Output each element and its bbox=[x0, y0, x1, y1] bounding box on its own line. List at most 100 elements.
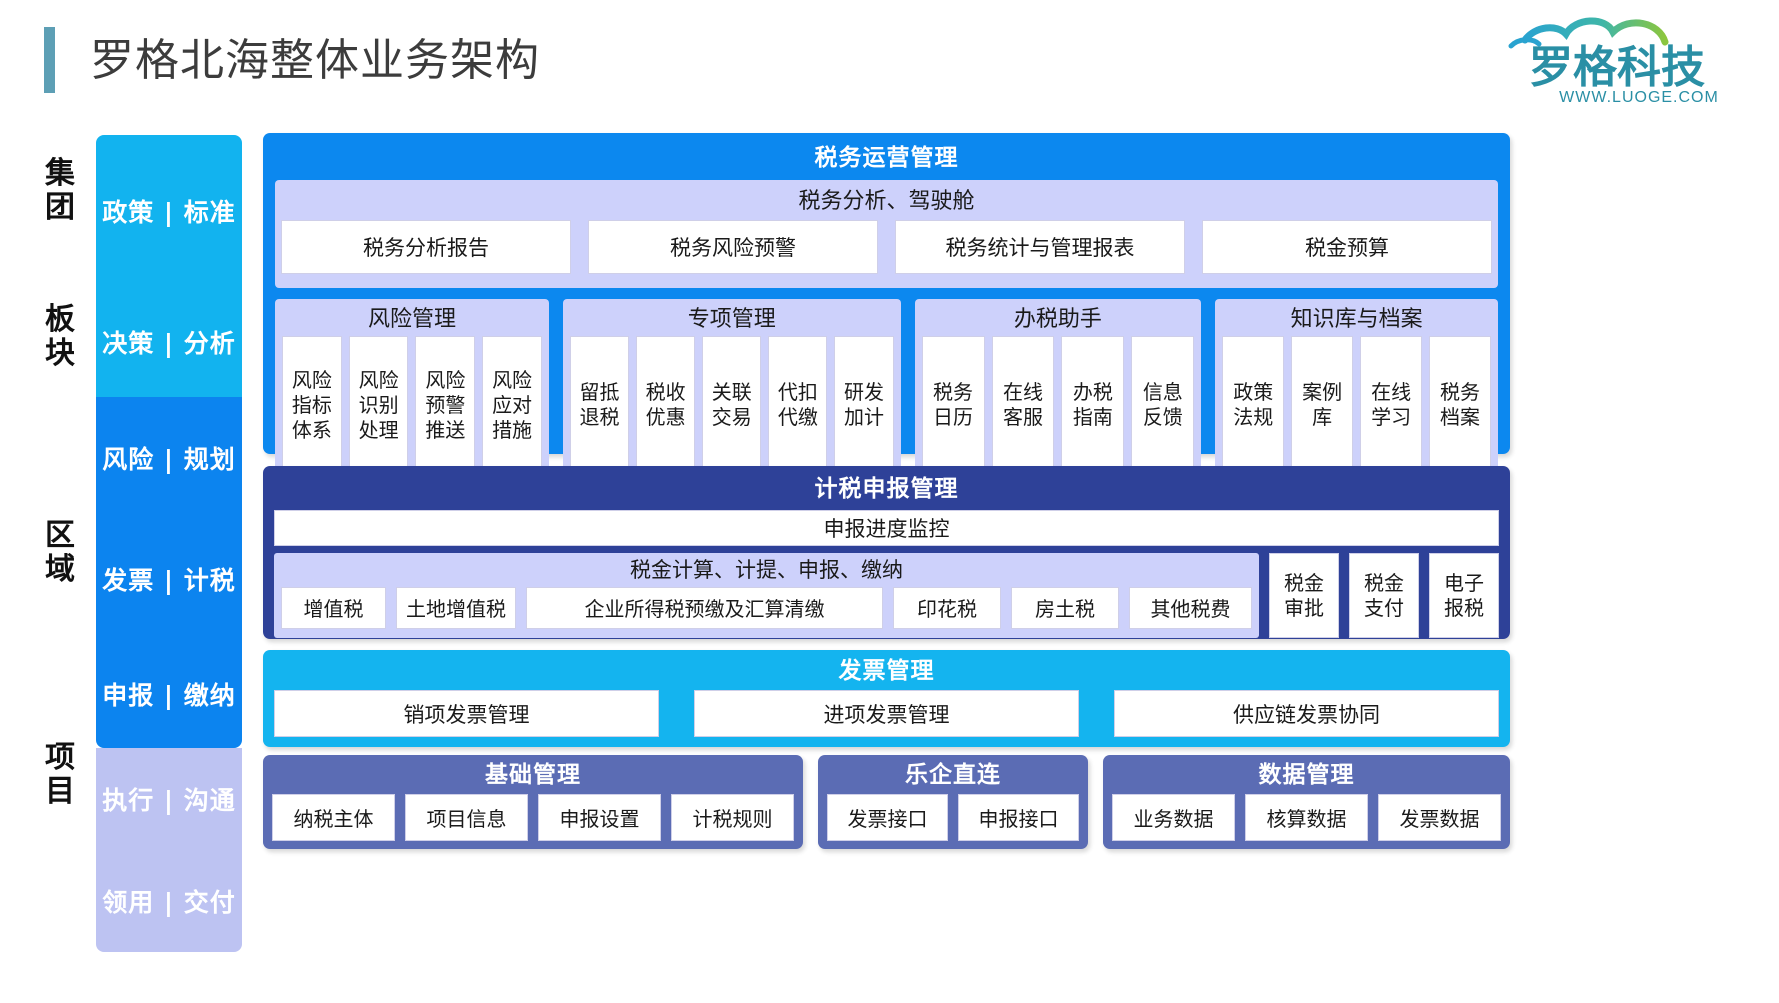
panel-basic-management: 基础管理 纳税主体 项目信息 申报设置 计税规则 bbox=[263, 755, 803, 849]
tile-rd-superdeduction[interactable]: 研发加计 bbox=[834, 336, 894, 474]
tile-business-data[interactable]: 业务数据 bbox=[1112, 794, 1235, 841]
tile-retained-tax-refund[interactable]: 留抵退税 bbox=[569, 336, 630, 474]
tile-other-taxes[interactable]: 其他税费 bbox=[1129, 586, 1252, 629]
group-special-management: 专项管理 留抵退税 税收优惠 关联交易 代扣代缴 研发加计 bbox=[562, 299, 901, 482]
basic-management-items: 纳税主体 项目信息 申报设置 计税规则 bbox=[272, 794, 794, 841]
rail-item-label: 决策 | 分析 bbox=[102, 329, 236, 358]
tile-tax-incentive[interactable]: 税收优惠 bbox=[636, 336, 696, 474]
rail-item-label: 政策 | 标准 bbox=[102, 198, 236, 227]
level-label-group: 集团 bbox=[45, 156, 75, 225]
rail-band-declare[interactable]: 申报 | 缴纳 bbox=[96, 640, 242, 748]
svg-text:WWW.LUOGE.COM: WWW.LUOGE.COM bbox=[1559, 89, 1719, 106]
tile-property-land-tax[interactable]: 房土税 bbox=[1011, 586, 1119, 629]
rail-item-label: 申报 | 缴纳 bbox=[102, 681, 236, 710]
panel-tax-operations: 税务运营管理 税务分析、驾驶舱 税务分析报告 税务风险预警 税务统计与管理报表 … bbox=[263, 133, 1510, 482]
section-tax-analysis: 税务分析、驾驶舱 税务分析报告 税务风险预警 税务统计与管理报表 税金预算 bbox=[275, 180, 1498, 288]
company-logo: 罗格科技 WWW.LUOGE.COM bbox=[1489, 12, 1749, 108]
group-risk-management: 风险管理 风险指标体系 风险识别处理 风险预警推送 风险应对措施 bbox=[275, 299, 549, 482]
tile-stamp-duty[interactable]: 印花税 bbox=[893, 586, 1001, 629]
tile-supplychain-invoice[interactable]: 供应链发票协同 bbox=[1114, 690, 1499, 737]
tile-online-service[interactable]: 在线客服 bbox=[991, 336, 1055, 474]
group-title-special-management: 专项管理 bbox=[687, 307, 776, 332]
invoice-items: 销项发票管理 进项发票管理 供应链发票协同 bbox=[274, 690, 1499, 737]
group-title-risk-management: 风险管理 bbox=[367, 307, 456, 332]
tile-policy-regulation[interactable]: 政策法规 bbox=[1222, 336, 1285, 474]
tile-online-learning[interactable]: 在线学习 bbox=[1360, 336, 1423, 474]
panel-title-basic-management: 基础管理 bbox=[485, 762, 581, 788]
level-label-sector: 板块 bbox=[45, 302, 75, 371]
title-accent-bar bbox=[44, 27, 55, 93]
tile-land-vat[interactable]: 土地增值税 bbox=[396, 586, 516, 629]
tax-type-items: 增值税 土地增值税 企业所得税预缴及汇算清缴 印花税 房土税 其他税费 bbox=[281, 584, 1252, 631]
tile-related-transaction[interactable]: 关联交易 bbox=[702, 336, 762, 474]
tile-invoice-api[interactable]: 发票接口 bbox=[827, 794, 948, 841]
page-header: 罗格北海整体业务架构 罗格科技 WWW.LUOGE.COM bbox=[0, 0, 1779, 122]
tile-withholding[interactable]: 代扣代缴 bbox=[768, 336, 828, 474]
tile-tax-calendar[interactable]: 税务日历 bbox=[921, 336, 985, 474]
panel-title-tax-operations: 税务运营管理 bbox=[814, 145, 959, 171]
tile-tax-archive[interactable]: 税务档案 bbox=[1429, 336, 1492, 474]
group-tax-assistant: 办税助手 税务日历 在线客服 办税指南 信息反馈 bbox=[914, 299, 1202, 482]
filing-side-actions: 税金审批 税金支付 电子报税 bbox=[1269, 553, 1499, 638]
group-items-risk-management: 风险指标体系 风险识别处理 风险预警推送 风险应对措施 bbox=[282, 336, 542, 474]
panel-title-invoice-management: 发票管理 bbox=[838, 658, 935, 684]
rail-band-delivery[interactable]: 领用 | 交付 bbox=[96, 850, 242, 952]
data-management-items: 业务数据 核算数据 发票数据 bbox=[1112, 794, 1501, 841]
tile-input-invoice[interactable]: 进项发票管理 bbox=[694, 690, 1079, 737]
tile-tax-payment[interactable]: 税金支付 bbox=[1349, 553, 1419, 638]
group-items-knowledge-base: 政策法规 案例库 在线学习 税务档案 bbox=[1222, 336, 1492, 474]
tile-risk-indicator-system[interactable]: 风险指标体系 bbox=[282, 336, 342, 474]
group-items-special-management: 留抵退税 税收优惠 关联交易 代扣代缴 研发加计 bbox=[569, 336, 894, 474]
rail-item-label: 执行 | 沟通 bbox=[102, 786, 236, 815]
capability-rail: 政策 | 标准 决策 | 分析 风险 | 规划 发票 | 计税 申报 | 缴纳 … bbox=[96, 135, 242, 952]
tile-accounting-data[interactable]: 核算数据 bbox=[1245, 794, 1368, 841]
tile-case-library[interactable]: 案例库 bbox=[1291, 336, 1354, 474]
page-title: 罗格北海整体业务架构 bbox=[90, 35, 540, 86]
tile-analysis-report[interactable]: 税务分析报告 bbox=[281, 220, 571, 274]
rail-item-label: 发票 | 计税 bbox=[102, 566, 236, 596]
tile-filing-api[interactable]: 申报接口 bbox=[958, 794, 1079, 841]
tile-vat[interactable]: 增值税 bbox=[281, 586, 386, 629]
tile-output-invoice[interactable]: 销项发票管理 bbox=[274, 690, 659, 737]
rail-band-execute[interactable]: 执行 | 沟通 bbox=[96, 748, 242, 850]
tile-tax-budget[interactable]: 税金预算 bbox=[1202, 220, 1492, 274]
panel-tax-filing: 计税申报管理 申报进度监控 税金计算、计提、申报、缴纳 增值税 土地增值税 企业… bbox=[263, 466, 1510, 639]
rail-item-label: 风险 | 规划 bbox=[102, 444, 236, 474]
rail-band-policy[interactable]: 政策 | 标准 bbox=[96, 135, 242, 287]
hierarchy-levels: 集团 板块 区域 项目 bbox=[38, 135, 82, 855]
tile-filing-progress-monitor[interactable]: 申报进度监控 bbox=[274, 510, 1499, 546]
tile-feedback[interactable]: 信息反馈 bbox=[1131, 336, 1195, 474]
tile-tax-guide[interactable]: 办税指南 bbox=[1061, 336, 1125, 474]
rail-item-label: 领用 | 交付 bbox=[102, 888, 236, 917]
group-items-tax-assistant: 税务日历 在线客服 办税指南 信息反馈 bbox=[921, 336, 1195, 474]
panel-data-management: 数据管理 业务数据 核算数据 发票数据 bbox=[1103, 755, 1510, 849]
section-title-tax-analysis: 税务分析、驾驶舱 bbox=[798, 189, 975, 214]
rail-band-decision[interactable]: 决策 | 分析 bbox=[96, 287, 242, 397]
tile-filing-settings[interactable]: 申报设置 bbox=[538, 794, 661, 841]
panel-title-tax-filing: 计税申报管理 bbox=[814, 476, 959, 502]
section-tax-calculation: 税金计算、计提、申报、缴纳 增值税 土地增值税 企业所得税预缴及汇算清缴 印花税… bbox=[274, 553, 1259, 638]
tile-risk-response[interactable]: 风险应对措施 bbox=[482, 336, 542, 474]
tile-risk-identification[interactable]: 风险识别处理 bbox=[348, 336, 409, 474]
tile-statistics-report[interactable]: 税务统计与管理报表 bbox=[895, 220, 1185, 274]
svg-text:罗格科技: 罗格科技 bbox=[1529, 42, 1705, 93]
level-label-region: 区域 bbox=[45, 518, 75, 587]
tile-invoice-data[interactable]: 发票数据 bbox=[1378, 794, 1501, 841]
tile-taxpayer-entity[interactable]: 纳税主体 bbox=[272, 794, 395, 841]
level-label-project: 项目 bbox=[45, 740, 75, 809]
filing-body: 税金计算、计提、申报、缴纳 增值税 土地增值税 企业所得税预缴及汇算清缴 印花税… bbox=[274, 553, 1499, 638]
panel-title-data-management: 数据管理 bbox=[1258, 762, 1355, 788]
tile-e-filing[interactable]: 电子报税 bbox=[1429, 553, 1499, 638]
tile-tax-approval[interactable]: 税金审批 bbox=[1269, 553, 1339, 638]
tile-corporate-income-tax[interactable]: 企业所得税预缴及汇算清缴 bbox=[526, 586, 883, 629]
tile-project-info[interactable]: 项目信息 bbox=[405, 794, 528, 841]
group-knowledge-base: 知识库与档案 政策法规 案例库 在线学习 税务档案 bbox=[1215, 299, 1499, 482]
panel-title-leqi-direct-connect: 乐企直连 bbox=[905, 762, 1001, 788]
rail-band-risk[interactable]: 风险 | 规划 发票 | 计税 bbox=[96, 397, 242, 640]
tile-risk-alert[interactable]: 税务风险预警 bbox=[588, 220, 878, 274]
tile-risk-alert-push[interactable]: 风险预警推送 bbox=[415, 336, 476, 474]
group-title-tax-assistant: 办税助手 bbox=[1013, 307, 1102, 332]
section-title-tax-calculation: 税金计算、计提、申报、缴纳 bbox=[630, 558, 903, 582]
tile-tax-rules[interactable]: 计税规则 bbox=[671, 794, 794, 841]
